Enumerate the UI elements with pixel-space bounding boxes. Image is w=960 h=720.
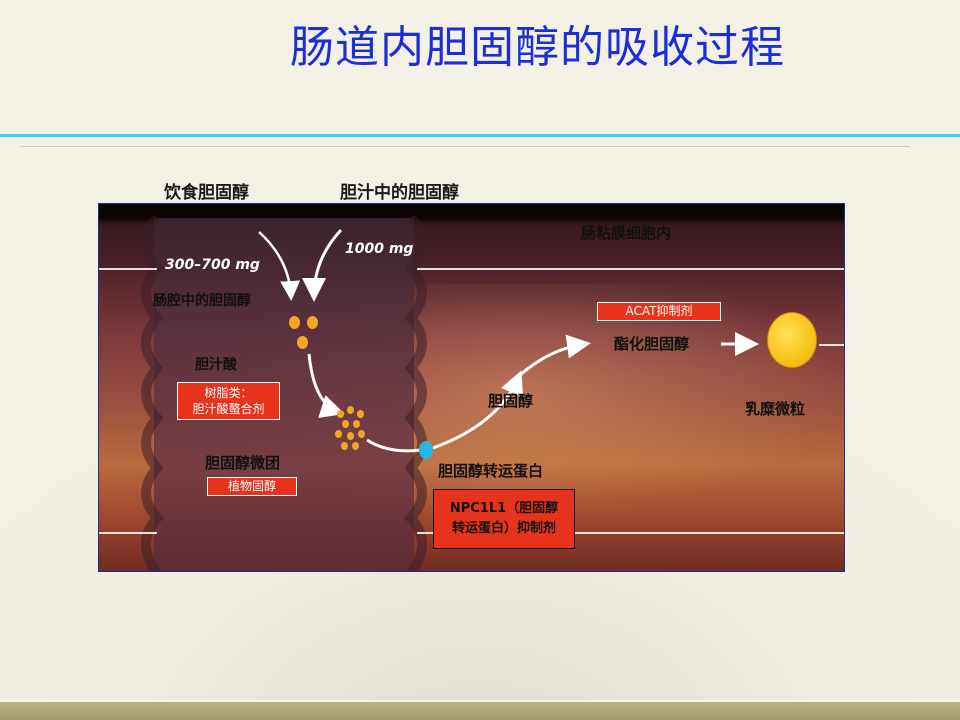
transporter-icon xyxy=(419,441,433,459)
membrane-line-left-bottom xyxy=(99,532,157,534)
absorption-diagram: 肠粘膜细胞内 300–700 mg 1000 mg 肠腔中的胆固醇 胆汁酸 树脂… xyxy=(98,203,845,572)
villi-outline xyxy=(141,214,427,571)
npc-box-line2: 转运蛋白）抑制剂 xyxy=(451,521,556,536)
micelle-dot xyxy=(358,430,365,438)
cholesterol-dot xyxy=(297,336,308,349)
npc-box-line1: NPC1L1（胆固醇 xyxy=(449,501,559,516)
resin-box-line1: 树脂类： xyxy=(204,386,253,400)
micelle-label: 胆固醇微团 xyxy=(205,454,281,472)
cholesterol-dot xyxy=(307,316,318,329)
membrane-line-left-top xyxy=(99,268,157,270)
resin-inhibitor-box: 树脂类： 胆汁酸螯合剂 xyxy=(177,382,280,420)
acat-inhibitor-box: ACAT抑制剂 xyxy=(597,302,721,321)
bottom-band xyxy=(0,702,960,720)
membrane-line-right-mid xyxy=(819,344,844,346)
biliary-dose-label: 1000 mg xyxy=(345,241,414,257)
cholesterol-dot xyxy=(289,316,300,329)
micelle-dot xyxy=(342,420,349,428)
chylomicron-icon xyxy=(767,312,817,368)
micelle-dot xyxy=(335,430,342,438)
micelle-dot xyxy=(353,420,360,428)
micelle-dot xyxy=(347,432,354,440)
slide-title: 肠道内胆固醇的吸收过程 xyxy=(290,22,785,73)
dietary-dose-label: 300–700 mg xyxy=(165,257,260,273)
micelle-dot xyxy=(352,442,359,450)
title-divider-thin xyxy=(20,146,910,147)
chylomicron-label: 乳糜微粒 xyxy=(745,400,806,418)
title-divider xyxy=(0,134,960,137)
resin-box-line2: 胆汁酸螯合剂 xyxy=(192,402,265,416)
biliary-cholesterol-label: 胆汁中的胆固醇 xyxy=(340,183,459,203)
micelle-dot xyxy=(347,406,354,414)
bile-acid-label: 胆汁酸 xyxy=(195,357,237,373)
plant-sterol-box: 植物固醇 xyxy=(207,477,297,496)
mucosa-label: 肠粘膜细胞内 xyxy=(581,224,672,242)
dietary-cholesterol-label: 饮食胆固醇 xyxy=(164,183,249,203)
transporter-label: 胆固醇转运蛋白 xyxy=(438,462,544,480)
micelle-dot xyxy=(341,442,348,450)
flow-arrows xyxy=(258,228,759,453)
lumen-cholesterol-label: 肠腔中的胆固醇 xyxy=(153,293,251,309)
esterified-cholesterol-label: 酯化胆固醇 xyxy=(614,335,690,353)
micelle-dot xyxy=(357,410,364,418)
membrane-line-right-bottom xyxy=(417,532,844,534)
npc1l1-inhibitor-box: NPC1L1（胆固醇 转运蛋白）抑制剂 xyxy=(433,489,575,549)
micelle-dot xyxy=(337,410,344,418)
cholesterol-label: 胆固醇 xyxy=(488,392,534,410)
membrane-line-right-top xyxy=(417,268,844,270)
